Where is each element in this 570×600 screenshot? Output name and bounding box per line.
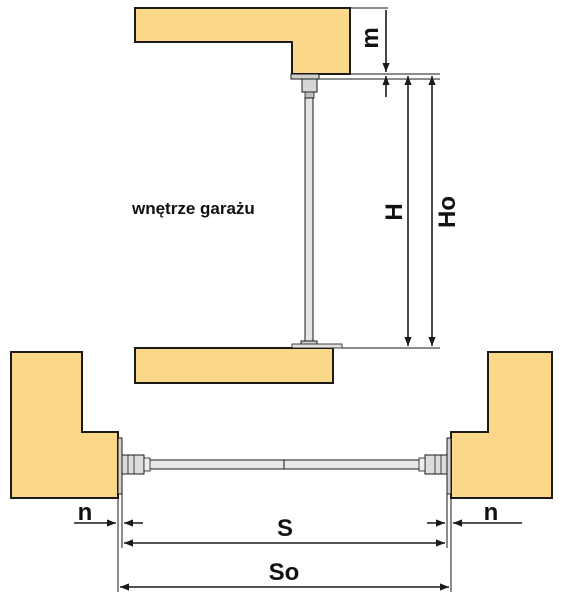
left-jamb-bracket [117, 437, 151, 495]
top-roller [290, 73, 320, 99]
interior-label: wnętrze garażu [131, 199, 255, 218]
right-wall [450, 351, 553, 499]
floor-slab [134, 347, 334, 384]
label-H: H [381, 203, 408, 220]
lintel [134, 7, 351, 75]
label-So: So [269, 559, 300, 586]
label-S: S [277, 515, 293, 542]
label-Ho: Ho [434, 196, 461, 228]
door-track [144, 459, 422, 470]
bottom-seal [291, 340, 343, 349]
left-wall [10, 351, 119, 499]
label-n-right: n [484, 499, 499, 526]
label-n-left: n [78, 499, 93, 526]
door-panel [304, 97, 314, 343]
label-m: m [357, 27, 384, 48]
right-jamb-bracket [418, 437, 452, 495]
